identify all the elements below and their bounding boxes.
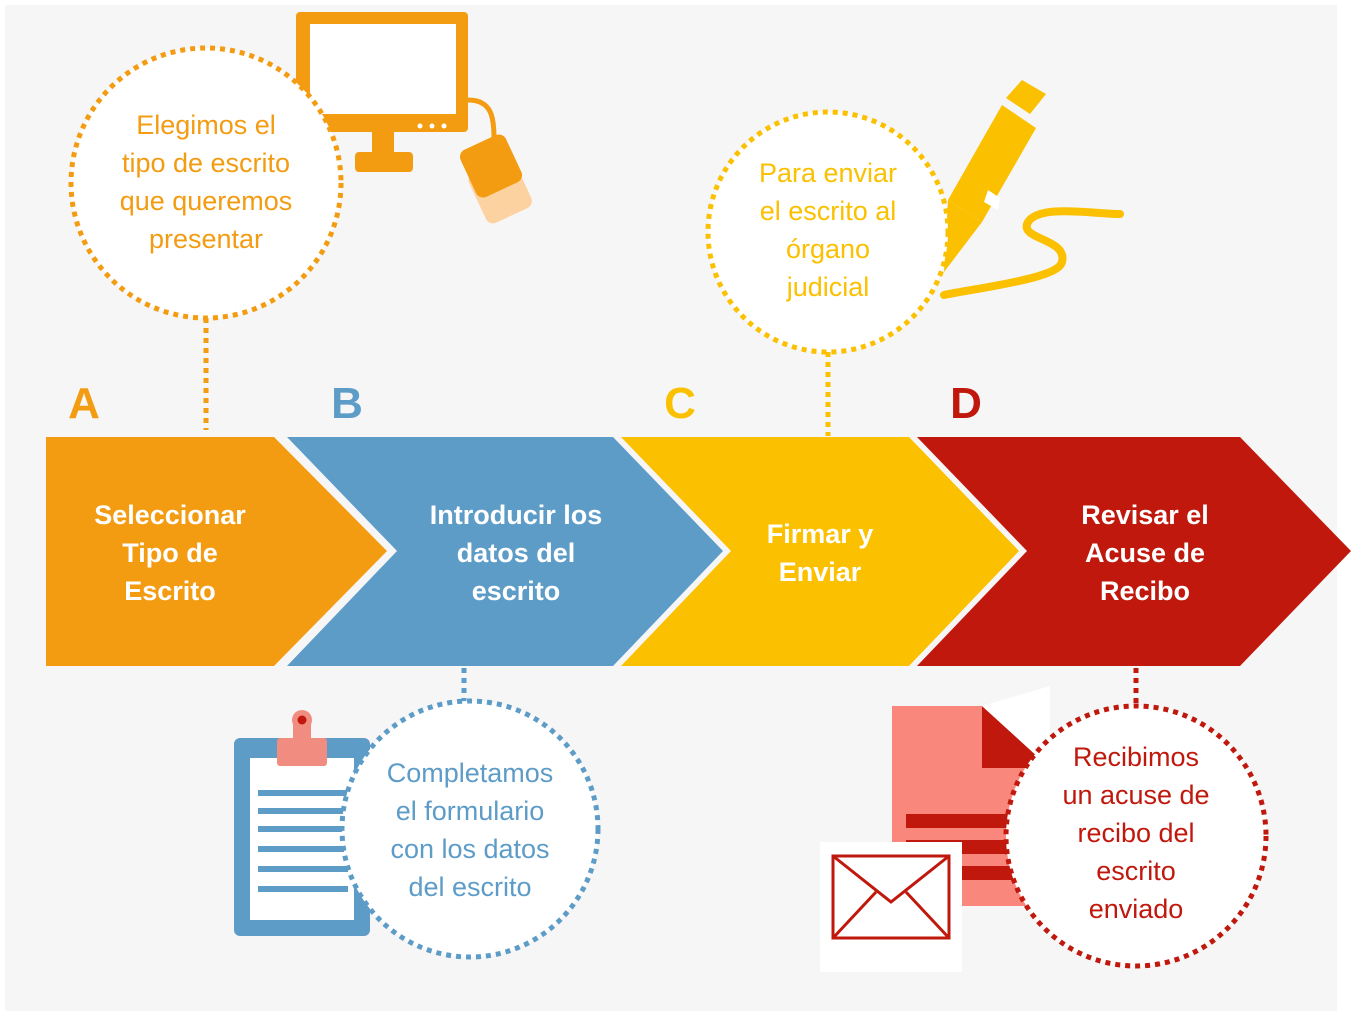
clipboard-icon <box>234 710 370 936</box>
step-c-chevron <box>621 437 1019 666</box>
step-c-letter: C <box>664 379 696 428</box>
step-d-letter: D <box>950 379 982 428</box>
step-b-chevron <box>287 437 723 666</box>
callout-c-bubble <box>705 109 951 355</box>
callout-b-bubble <box>339 698 601 960</box>
step-b-letter: B <box>331 379 363 428</box>
callout-a-bubble <box>68 45 344 321</box>
step-d-chevron <box>917 437 1351 666</box>
pen-signature-icon <box>940 80 1124 299</box>
computer-monitor-icon <box>296 12 532 224</box>
callout-d-bubble <box>1003 703 1269 969</box>
step-a-letter: A <box>68 379 100 428</box>
step-a-chevron <box>46 437 387 666</box>
